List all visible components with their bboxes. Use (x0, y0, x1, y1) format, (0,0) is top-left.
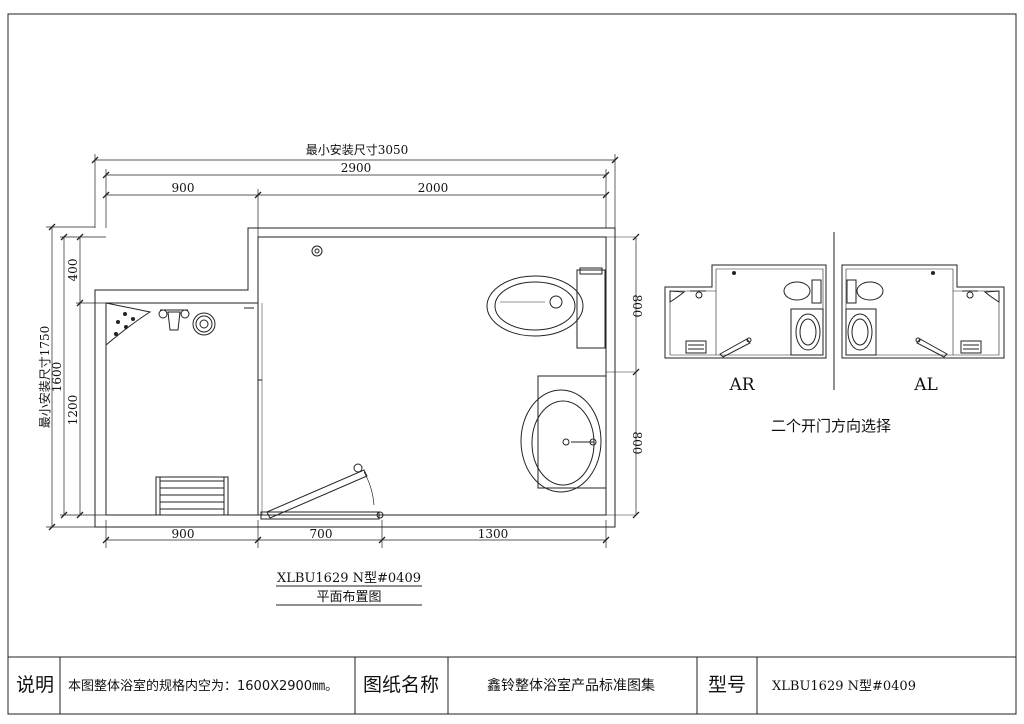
plan-outer-wall (94, 227, 616, 528)
dim-bottom-mid: 700 (310, 527, 333, 541)
shower-faucet-icon (158, 309, 190, 331)
dim-left-1200: 1200 (66, 395, 80, 426)
option-al-label: AL (913, 375, 938, 395)
dimension-lines (46, 154, 640, 548)
al-plan (841, 264, 1005, 359)
dim-bottom-right: 1300 (478, 527, 509, 541)
options-caption: 二个开门方向选择 (771, 417, 891, 435)
dim-right-bottom: 800 (630, 432, 644, 455)
door-icon (260, 463, 384, 520)
ar-plan (664, 264, 827, 359)
title-desc-text: 本图整体浴室的规格内空为：1600X2900㎜。 (68, 678, 338, 694)
dim-right-top: 800 (630, 295, 644, 318)
toilet-icon (486, 267, 606, 349)
title-block (8, 656, 1016, 714)
dim-min-install-height: 最小安装尺寸1750 (37, 326, 52, 429)
title-drawing-name: 鑫铃整体浴室产品标准图集 (487, 677, 655, 694)
shower-drain-icon (192, 312, 216, 336)
dim-top-left: 900 (172, 181, 195, 195)
plan-model-label: XLBU1629 N型#0409 (277, 571, 421, 586)
corner-seat-icon (105, 302, 152, 347)
dim-total-width: 2900 (341, 161, 372, 175)
dim-left-1600: 1600 (50, 362, 64, 393)
dim-min-install-width: 最小安装尺寸3050 (306, 142, 409, 157)
plan-caption: 平面布置图 (316, 590, 381, 605)
main-floor-plan (94, 227, 635, 528)
dim-bottom-left: 900 (172, 527, 195, 541)
title-model-header: 型号 (708, 674, 746, 696)
sheet-border (7, 13, 1017, 715)
dim-top-right: 2000 (418, 181, 449, 195)
option-ar-label: AR (728, 375, 755, 395)
basin-icon (520, 375, 607, 493)
dim-left-400: 400 (66, 259, 80, 282)
title-desc-header: 说明 (16, 674, 54, 696)
floor-drain-icon (311, 245, 323, 257)
title-drawing-name-header: 图纸名称 (363, 674, 439, 696)
towel-rack-icon (155, 476, 229, 516)
title-model-value: XLBU1629 N型#0409 (772, 679, 916, 694)
